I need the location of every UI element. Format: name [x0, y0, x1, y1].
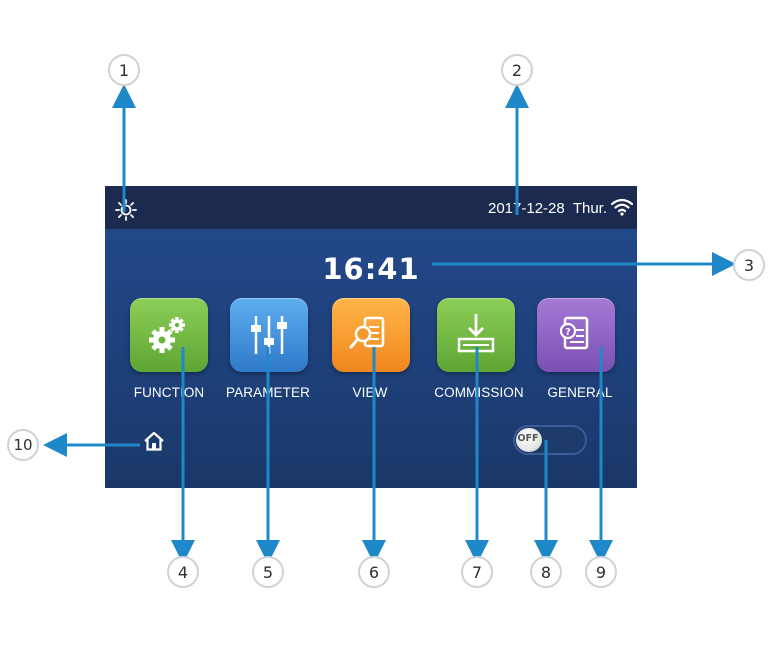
callout-8: 8 [530, 556, 562, 588]
svg-text:?: ? [565, 327, 571, 338]
toggle-label: OFF [517, 433, 539, 444]
commission-tile[interactable] [437, 298, 515, 372]
callout-4: 4 [167, 556, 199, 588]
on-off-toggle[interactable]: OFF [513, 425, 587, 455]
callout-10: 10 [7, 429, 39, 461]
date-text: 2017-12-28 [488, 200, 565, 217]
weekday-text: Thur. [572, 200, 607, 217]
callout-5: 5 [252, 556, 284, 588]
toggle-knob[interactable] [516, 428, 542, 452]
controller-screen: 2017-12-28 Thur. 16:41 [105, 186, 637, 488]
function-tile[interactable] [130, 298, 208, 372]
parameter-label: PARAMETER [226, 385, 310, 400]
clock-time: 16:41 [322, 252, 420, 286]
parameter-tile[interactable] [230, 298, 308, 372]
gears-icon [149, 317, 185, 353]
commission-label: COMMISSION [434, 385, 524, 400]
function-label: FUNCTION [133, 385, 205, 400]
general-label: GENERAL [547, 385, 613, 400]
wifi-icon [611, 198, 633, 216]
callout-7: 7 [461, 556, 493, 588]
callout-2: 2 [501, 54, 533, 86]
sun-icon [115, 199, 137, 221]
date-weekday: 2017-12-28 Thur. [488, 200, 607, 217]
download-tray-icon [457, 314, 495, 353]
callout-1: 1 [108, 54, 140, 86]
sliders-icon [251, 316, 287, 354]
status-bar: 2017-12-28 Thur. [105, 186, 637, 229]
callout-9: 9 [585, 556, 617, 588]
view-label: VIEW [352, 385, 388, 400]
document-search-icon [349, 316, 385, 349]
view-tile[interactable] [332, 298, 410, 372]
help-document-icon: ? [559, 316, 589, 350]
callout-3: 3 [733, 249, 765, 281]
home-icon[interactable] [143, 430, 165, 452]
general-tile[interactable]: ? [537, 298, 615, 372]
callout-6: 6 [358, 556, 390, 588]
